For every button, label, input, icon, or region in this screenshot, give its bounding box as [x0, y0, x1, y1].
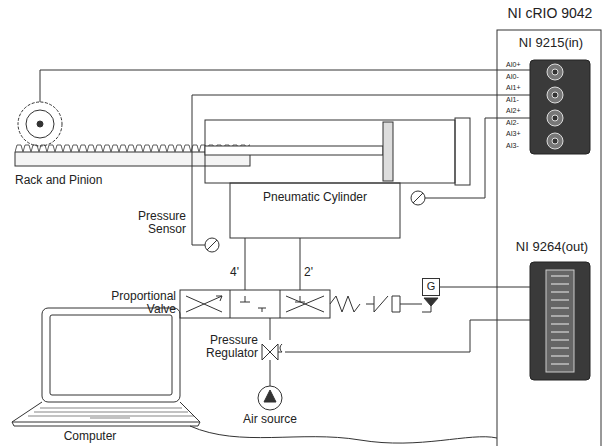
node-label: NI cRIO 9042 [497, 6, 603, 21]
signal-wire [440, 287, 507, 288]
valve-actuator [330, 296, 422, 312]
node-label: NI 9215(in) [503, 36, 599, 50]
part-name: Pressure Sensor [126, 210, 186, 236]
proportional-valve [180, 290, 330, 318]
bnc-connectors [547, 64, 563, 149]
input-module-body [530, 60, 590, 154]
valve-blocks [240, 296, 305, 312]
sensor-wire [192, 95, 530, 245]
crio-housing [497, 30, 601, 446]
pressure-sensor-left [205, 238, 219, 252]
part-name: Rack and Pinion [15, 174, 145, 187]
pinion-gear [18, 102, 62, 146]
pressure-sensor-right [411, 191, 425, 205]
pin-name: AI2- [506, 119, 528, 127]
pin-name: AI2+ [506, 107, 528, 115]
piston [383, 122, 393, 181]
pressure-regulator [262, 344, 278, 360]
network-cable [190, 426, 497, 443]
pin-name: AI1+ [506, 84, 528, 92]
sensor-needle [413, 193, 423, 203]
port-name: 4' [230, 266, 244, 279]
output-connector [546, 270, 574, 372]
pin-name: AI0- [506, 73, 528, 81]
cylinder-tube [205, 120, 455, 183]
supply-line [270, 318, 271, 340]
sensor-needle [207, 240, 217, 250]
laptop-screen [42, 308, 180, 402]
node-label: Pneumatic Cylinder [230, 191, 400, 204]
port-line [300, 238, 301, 290]
pin-name: AI1- [506, 96, 528, 104]
node-label: G [423, 280, 439, 292]
cylinder-base [230, 183, 400, 238]
connector-pins [551, 276, 569, 364]
cylinder-box: Pneumatic Cylinder [230, 183, 400, 238]
piston-rod [205, 146, 383, 155]
laptop-base [12, 402, 200, 422]
part-name: Proportional Valve [100, 290, 176, 316]
node-label: NI 9264(out) [507, 240, 597, 254]
port-line [245, 238, 246, 290]
crio-chassis: NI cRIO 9042 NI 9215(in) NI 9264(out) [497, 6, 603, 446]
output-module-body [530, 262, 590, 380]
encoder-wire [40, 70, 530, 102]
sensor-wire [425, 118, 530, 198]
part-name: Computer [50, 430, 130, 443]
valve-signal-wire [507, 287, 530, 288]
pin-name: AI3- [506, 142, 528, 150]
pinion-hub [26, 110, 54, 138]
pinion-shaft [37, 121, 43, 127]
pin-name: AI0+ [506, 61, 528, 69]
output-module: NI 9264(out) [507, 240, 597, 390]
part-name: Air source [230, 413, 310, 426]
port-name: 2' [304, 266, 318, 279]
solenoid-box: G [422, 278, 440, 296]
regulator-signal-wire [285, 320, 530, 352]
valve-arrows [286, 296, 324, 312]
pin-name: AI3+ [506, 130, 528, 138]
regulator-actuator [278, 344, 282, 352]
valve-arrows [186, 296, 222, 312]
air-source [258, 386, 282, 410]
part-name: Pressure Regulator [196, 334, 258, 360]
cylinder-end-cap [455, 118, 470, 185]
solenoid-symbol [424, 298, 438, 306]
